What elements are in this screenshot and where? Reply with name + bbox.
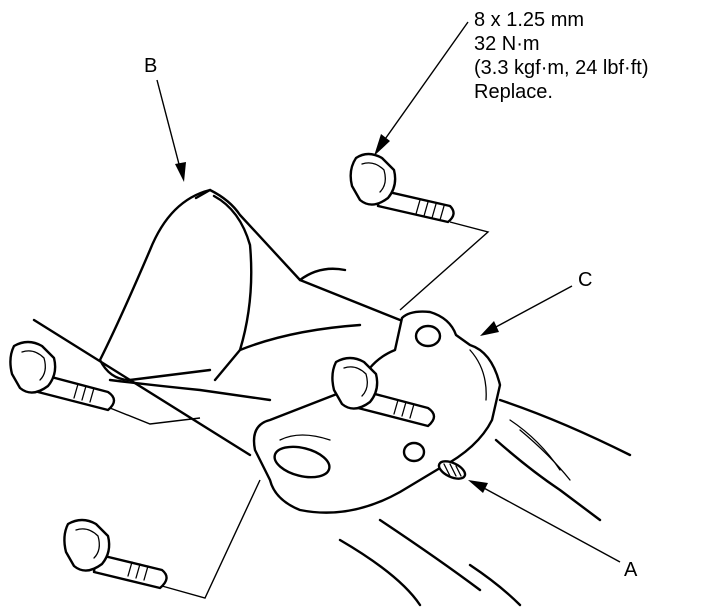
torque-alt-text: (3.3 kgf·m, 24 lbf·ft): [474, 57, 649, 79]
torque-nm-text: 32 N·m: [474, 33, 540, 55]
callout-b: B: [144, 55, 186, 182]
gasket-a: [437, 460, 467, 480]
bolt-middle: [331, 356, 436, 428]
exhaust-pipe-body: [32, 188, 632, 607]
callout-a: A: [468, 480, 638, 581]
bolt-top: [349, 152, 490, 311]
torque-spec: 8 x 1.25 mm 32 N·m (3.3 kgf·m, 24 lbf·ft…: [474, 9, 649, 103]
callout-a-label: A: [624, 559, 638, 581]
bolt-size-text: 8 x 1.25 mm: [474, 9, 584, 31]
callout-c: C: [480, 269, 592, 336]
spec-leader: [374, 21, 469, 156]
callout-b-label: B: [144, 55, 157, 77]
bolt-bottom: [63, 479, 261, 599]
callout-c-label: C: [578, 269, 592, 291]
bolt-left: [9, 340, 201, 425]
replace-note-text: Replace.: [474, 81, 553, 103]
